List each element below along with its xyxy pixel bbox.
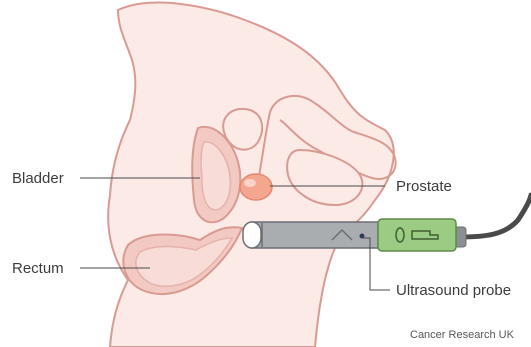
probe-tip [243, 222, 261, 248]
bladder-label: Bladder [12, 170, 64, 187]
prostate-highlight [244, 179, 256, 187]
credit-text: Cancer Research UK [410, 329, 515, 341]
probe-shaft [244, 222, 378, 248]
probe-handle [378, 219, 456, 251]
rectum-label: Rectum [12, 260, 64, 277]
prostate-organ [240, 174, 272, 200]
prostate-label: Prostate [396, 178, 452, 195]
ultrasound-probe-label: Ultrasound probe [396, 282, 511, 299]
probe-cable [460, 195, 531, 237]
